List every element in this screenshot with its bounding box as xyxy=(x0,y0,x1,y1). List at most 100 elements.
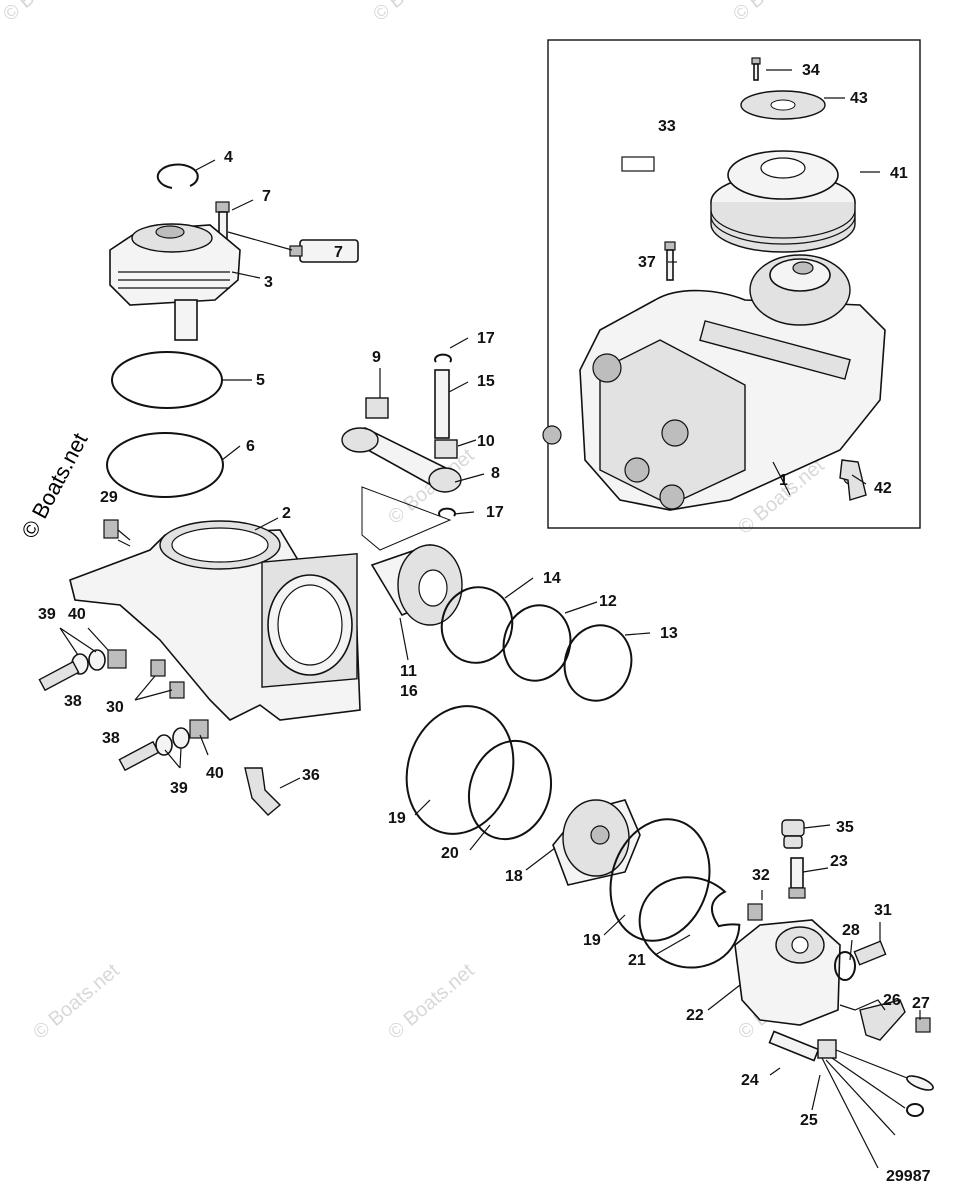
inset-bolt-37 xyxy=(664,241,676,281)
clip-17-upper xyxy=(434,353,452,363)
inset-pulley-41 xyxy=(710,150,856,253)
watermark-3: © Boats.net xyxy=(729,0,824,26)
callout-15: 15 xyxy=(477,373,495,390)
crankcase-housing-2 xyxy=(69,520,361,721)
screw-27 xyxy=(915,1017,931,1033)
callout-30: 30 xyxy=(106,699,124,716)
inset-compressor-assembly-1 xyxy=(542,254,886,511)
callout-26: 26 xyxy=(883,992,901,1009)
callout-7: 7 xyxy=(262,188,271,205)
fitting-32 xyxy=(747,903,763,921)
piston-ring-14 xyxy=(440,586,514,664)
callout-3: 3 xyxy=(264,274,273,291)
inset-label-33 xyxy=(621,156,655,172)
callout-9: 9 xyxy=(372,349,381,366)
callout-33: 33 xyxy=(658,118,676,135)
callout-19-upper: 19 xyxy=(388,810,406,827)
callout-27: 27 xyxy=(912,995,930,1012)
pump-head-3 xyxy=(109,223,241,341)
snap-ring-4 xyxy=(156,163,199,189)
washers-nut-lower xyxy=(155,719,209,756)
valve-plate-18 xyxy=(552,799,641,886)
gasket-19-lower xyxy=(609,818,711,942)
callout-43: 43 xyxy=(850,90,868,107)
fittings-30 xyxy=(150,659,185,699)
watermark-6: © Boats.net xyxy=(29,959,124,1043)
callout-39-lower: 39 xyxy=(170,780,188,797)
callout-40-lower: 40 xyxy=(206,765,224,782)
gasket-20 xyxy=(467,739,553,841)
sensor-24 xyxy=(768,1030,820,1062)
callout-12: 12 xyxy=(599,593,617,610)
watermark-7: © Boats.net xyxy=(384,959,479,1043)
callout-28: 28 xyxy=(842,922,860,939)
callout-17-lower: 17 xyxy=(486,504,504,521)
background-watermarks: © Boats.net © Boats.net © Boats.net © Bo… xyxy=(0,0,829,1044)
callout-8: 8 xyxy=(491,465,500,482)
bearing-9 xyxy=(365,397,389,419)
callout-24: 24 xyxy=(741,1072,759,1089)
fitting-31 xyxy=(853,940,887,966)
bearing-10 xyxy=(434,439,458,459)
o-ring-28 xyxy=(834,951,856,981)
callout-29: 29 xyxy=(100,489,118,506)
wire-harness-25 xyxy=(817,1039,934,1169)
clip-17-lower xyxy=(438,507,456,517)
callout-13: 13 xyxy=(660,625,678,642)
fitting-29 xyxy=(103,519,131,541)
callout-32: 32 xyxy=(752,867,770,884)
callout-11: 11 xyxy=(400,663,417,680)
stud-38-lower xyxy=(118,740,160,772)
callout-17-upper: 17 xyxy=(477,330,495,347)
elbow-fitting-36 xyxy=(244,767,282,816)
callout-31: 31 xyxy=(874,902,892,919)
callout-14: 14 xyxy=(543,570,561,587)
cap-35 xyxy=(781,819,805,849)
piston-ring-13 xyxy=(563,624,633,702)
callout-39-upper: 39 xyxy=(38,606,56,623)
callout-6: 6 xyxy=(246,438,255,455)
callout-numbers: 1 2 3 4 5 6 7 8 9 10 11 12 13 14 15 16 1… xyxy=(38,62,930,1129)
gasket-19-upper xyxy=(405,705,515,835)
callout-34: 34 xyxy=(802,62,820,79)
callout-25: 25 xyxy=(800,1112,818,1129)
callout-5: 5 xyxy=(256,372,265,389)
callout-38-upper: 38 xyxy=(64,693,82,710)
piston-ring-12 xyxy=(502,604,572,682)
inset-plate-43 xyxy=(740,90,826,120)
connecting-rod-8 xyxy=(341,427,462,493)
callout-38-lower: 38 xyxy=(102,730,120,747)
bracket-26 xyxy=(859,999,906,1041)
stud-38-upper xyxy=(38,660,80,692)
callout-19-lower: 19 xyxy=(583,932,601,949)
callout-1: 1 xyxy=(779,472,788,489)
callout-35: 35 xyxy=(836,819,854,836)
side-watermark: © Boats.net xyxy=(16,429,92,543)
callout-20: 20 xyxy=(441,845,459,862)
callout-21: 21 xyxy=(628,952,646,969)
reed-valve-21 xyxy=(638,876,741,969)
cylinder-head-22 xyxy=(734,919,841,1026)
fitting-23 xyxy=(788,857,806,899)
sealant-tube-7: 7 xyxy=(289,239,359,263)
wrist-pin-15 xyxy=(434,369,450,439)
inset-frame xyxy=(547,39,921,529)
washers-nut-upper xyxy=(71,649,127,675)
callout-22: 22 xyxy=(686,1007,704,1024)
callout-41: 41 xyxy=(890,165,908,182)
watermark-1: © Boats.net xyxy=(0,0,94,26)
inset-bracket-42 xyxy=(839,459,867,501)
leader-lines xyxy=(59,69,921,1111)
piston-11 xyxy=(370,544,464,626)
callout-16: 16 xyxy=(400,683,418,700)
callout-18: 18 xyxy=(505,868,523,885)
callout-2: 2 xyxy=(282,505,291,522)
tube-label: 7 xyxy=(334,244,343,261)
piston-group-outline xyxy=(361,486,452,551)
inset-bolt-34 xyxy=(751,57,761,81)
callout-36: 36 xyxy=(302,767,320,784)
o-ring-5 xyxy=(111,351,223,409)
callout-37: 37 xyxy=(638,254,656,271)
